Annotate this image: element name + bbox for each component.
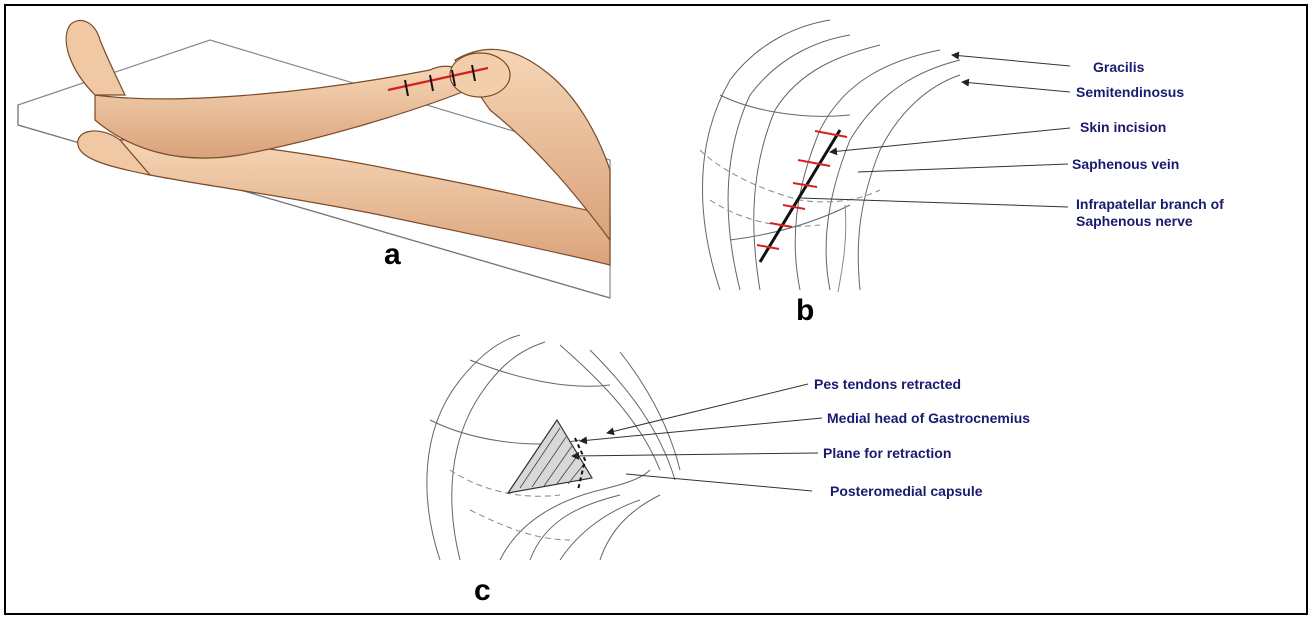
label-gracilis: Gracilis xyxy=(1093,59,1145,75)
label-saphenous-vein: Saphenous vein xyxy=(1072,156,1179,172)
panel-c-leaders xyxy=(572,384,822,491)
label-semitendinosus: Semitendinosus xyxy=(1076,84,1184,100)
label-plane-for-retraction: Plane for retraction xyxy=(823,445,951,461)
label-infrapatellar-branch: Infrapatellar branch of xyxy=(1076,196,1224,212)
panel-b-illustration xyxy=(700,20,960,292)
panel-b-letter: b xyxy=(796,294,814,327)
panel-b-incision xyxy=(760,130,840,262)
label-skin-incision: Skin incision xyxy=(1080,119,1166,135)
label-saphenous-nerve: Saphenous nerve xyxy=(1076,213,1193,229)
panel-a-illustration xyxy=(18,20,610,298)
panel-c-retraction-plane xyxy=(508,420,592,493)
panel-a-letter: a xyxy=(384,238,401,271)
label-posteromedial-capsule: Posteromedial capsule xyxy=(830,483,983,499)
panel-c-letter: c xyxy=(474,574,491,607)
label-pes-tendons-retracted: Pes tendons retracted xyxy=(814,376,961,392)
label-medial-head-gastrocnemius: Medial head of Gastrocnemius xyxy=(827,410,1030,426)
